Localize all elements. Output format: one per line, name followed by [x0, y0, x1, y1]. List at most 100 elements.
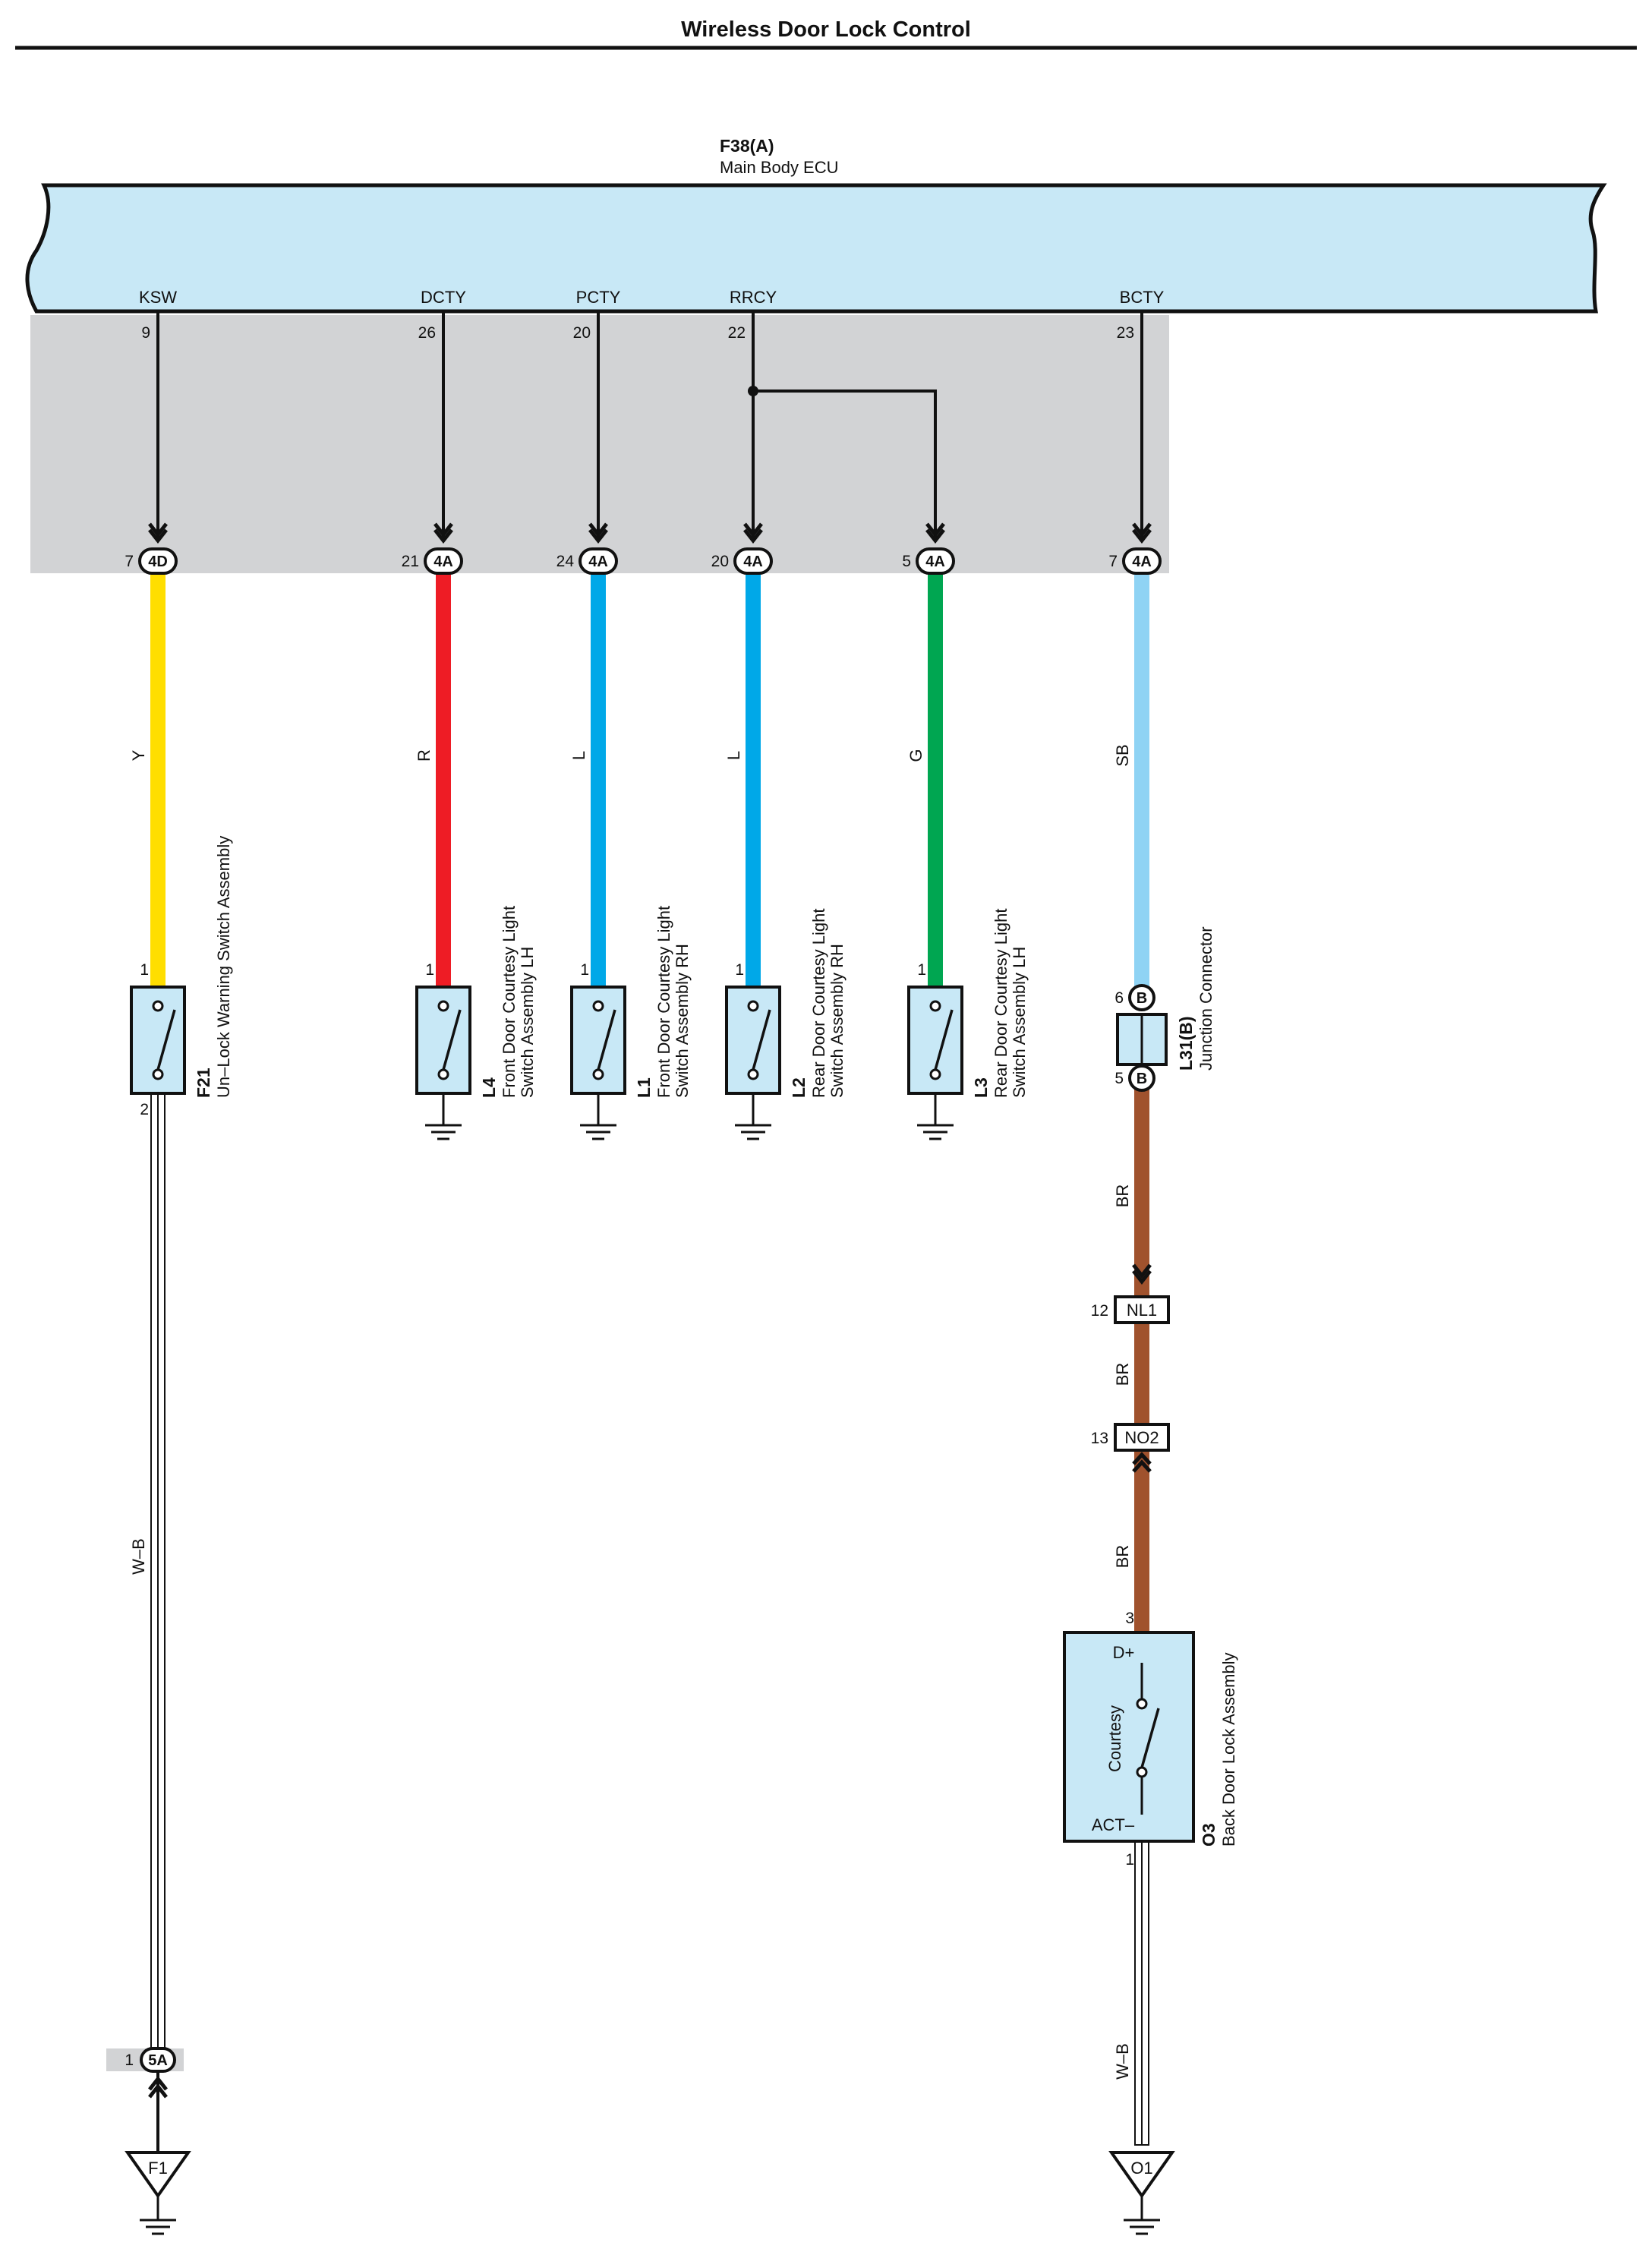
wire-label: Y [129, 749, 148, 761]
switch-code: L2 [789, 1077, 809, 1098]
connector-pin: 12 [1091, 1302, 1108, 1320]
wire-label: L [569, 751, 588, 760]
connector-code: 5A [148, 2052, 168, 2069]
wire-label: W–B [1113, 2043, 1132, 2080]
pin-label: 1 [580, 961, 589, 979]
connector-code: 4A [433, 554, 453, 570]
connectors: 4D 7 4A 21 4A 24 4A 20 4A 5 4A 7 [125, 547, 1162, 575]
switch-name-2: Switch Assembly LH [518, 947, 537, 1098]
junction-letter: B [1137, 990, 1147, 1007]
page-title: Wireless Door Lock Control [681, 17, 971, 42]
wire-label: BR [1113, 1184, 1132, 1208]
splice-point [748, 386, 758, 396]
switch-name: Un–Lock Warning Switch Assembly [214, 836, 233, 1098]
connector-4a-rrcy: 4A 20 [711, 547, 773, 575]
connector-4d: 4D 7 [125, 547, 178, 575]
terminal-d-plus: D+ [1113, 1643, 1135, 1662]
connector-pin: 13 [1091, 1430, 1108, 1447]
connector-4a-rrcy-lh: 4A 5 [902, 547, 955, 575]
wire-label: G [906, 749, 925, 762]
pin-label: 1 [1125, 1851, 1134, 1869]
wire-labels: Y R L L G SB BR BR BR W–B W–B [129, 744, 1132, 2080]
ecu-pin-numbers: 9 26 20 22 23 [141, 324, 1134, 342]
inline-connector-nl1: NL1 12 [1091, 1265, 1170, 1324]
colored-wires [150, 571, 1149, 1632]
ground-connector-5a: 5A 1 [106, 2047, 184, 2152]
switch-l1: 1 L1 Front Door Courtesy Light Switch As… [570, 906, 692, 1140]
switch-name: Front Door Courtesy Light [654, 906, 673, 1098]
wire-label: L [724, 751, 743, 760]
switch-code: L4 [479, 1077, 499, 1098]
switch-name-2: Switch Assembly RH [673, 944, 692, 1098]
terminal-pcty: PCTY [576, 288, 621, 307]
wb-wire-right [1134, 1840, 1149, 2146]
pin-label: 1 [735, 961, 744, 979]
pin-label: 6 [1114, 989, 1124, 1007]
ground-label: O1 [1130, 2159, 1152, 2178]
connector-code: 4A [588, 554, 608, 570]
wb-wire-left [150, 1093, 166, 2058]
pin-label: 3 [1125, 1610, 1134, 1627]
connector-pin: 7 [125, 553, 134, 570]
terminal-ksw: KSW [139, 288, 177, 307]
switch-l3: 1 L3 Rear Door Courtesy Light Switch Ass… [907, 909, 1029, 1140]
switch-name-2: Switch Assembly RH [828, 944, 846, 1098]
junction-name: Junction Connector [1196, 926, 1215, 1071]
connector-code: 4A [743, 554, 763, 570]
junction-connector: B B 6 5 L31(B) Junction Connector [1114, 926, 1215, 1092]
switch-name: Front Door Courtesy Light [500, 906, 519, 1098]
connector-pin: 24 [556, 553, 575, 570]
connector-code: NL1 [1127, 1301, 1157, 1320]
courtesy-label: Courtesy [1105, 1705, 1124, 1772]
switch-l4: 1 L4 Front Door Courtesy Light Switch As… [415, 906, 537, 1140]
terminal-dcty: DCTY [421, 288, 466, 307]
pin-label: 2 [140, 1101, 149, 1118]
connector-pin: 1 [125, 2052, 134, 2069]
back-door-lock-assembly: D+ ACT– Courtesy 3 1 O3 Back Door Lock A… [1063, 1610, 1238, 1869]
pin-label: 20 [573, 324, 591, 342]
assembly-name: Back Door Lock Assembly [1219, 1652, 1238, 1847]
switch-f21: 1 2 F21 Un–Lock Warning Switch Assembly [130, 836, 233, 1118]
ecu-terminal-names: KSW DCTY PCTY RRCY BCTY [139, 288, 1165, 307]
terminal-bcty: BCTY [1120, 288, 1165, 307]
switch-code: F21 [194, 1068, 213, 1098]
switch-name-2: Switch Assembly LH [1010, 947, 1029, 1098]
pin-label: 1 [140, 961, 149, 979]
switch-l2: 1 L2 Rear Door Courtesy Light Switch Ass… [725, 909, 846, 1140]
terminal-act-minus: ACT– [1092, 1815, 1135, 1834]
pin-label: 23 [1117, 324, 1134, 342]
wire-label: W–B [129, 1538, 148, 1575]
pin-label: 5 [1114, 1070, 1124, 1087]
ecu-name: Main Body ECU [720, 158, 839, 177]
connector-4a-pcty: 4A 24 [556, 547, 618, 575]
ground-point-o1: O1 [1108, 2151, 1175, 2235]
pin-label: 1 [917, 961, 926, 979]
switch-name: Rear Door Courtesy Light [992, 909, 1010, 1098]
main-body-ecu: F38(A) Main Body ECU [25, 136, 1607, 314]
connector-pin: 21 [402, 553, 419, 570]
inline-connector-no2: NO2 13 [1091, 1423, 1170, 1473]
pin-label: 1 [425, 961, 434, 979]
connector-code: 4D [148, 554, 168, 570]
junction-letter: B [1137, 1071, 1147, 1087]
switch-name: Rear Door Courtesy Light [809, 909, 828, 1098]
ground-label: F1 [148, 2159, 168, 2178]
connector-pin: 20 [711, 553, 729, 570]
ecu-code: F38(A) [720, 136, 774, 156]
wire-label: SB [1113, 744, 1132, 766]
connector-code: NO2 [1124, 1428, 1159, 1447]
pin-label: 26 [418, 324, 436, 342]
connector-pin: 5 [902, 553, 911, 570]
connector-4a-dcty: 4A 21 [402, 547, 463, 575]
terminal-rrcy: RRCY [730, 288, 777, 307]
connector-4a-bcty: 4A 7 [1108, 547, 1162, 575]
wire-label: BR [1113, 1363, 1132, 1386]
pin-label: 22 [728, 324, 746, 342]
junction-code: L31(B) [1176, 1016, 1196, 1071]
wire-label: R [415, 749, 433, 762]
ground-point-f1: F1 [125, 2151, 191, 2235]
pin-label: 9 [141, 324, 150, 342]
wire-label: BR [1113, 1545, 1132, 1569]
switch-code: L3 [971, 1077, 991, 1098]
